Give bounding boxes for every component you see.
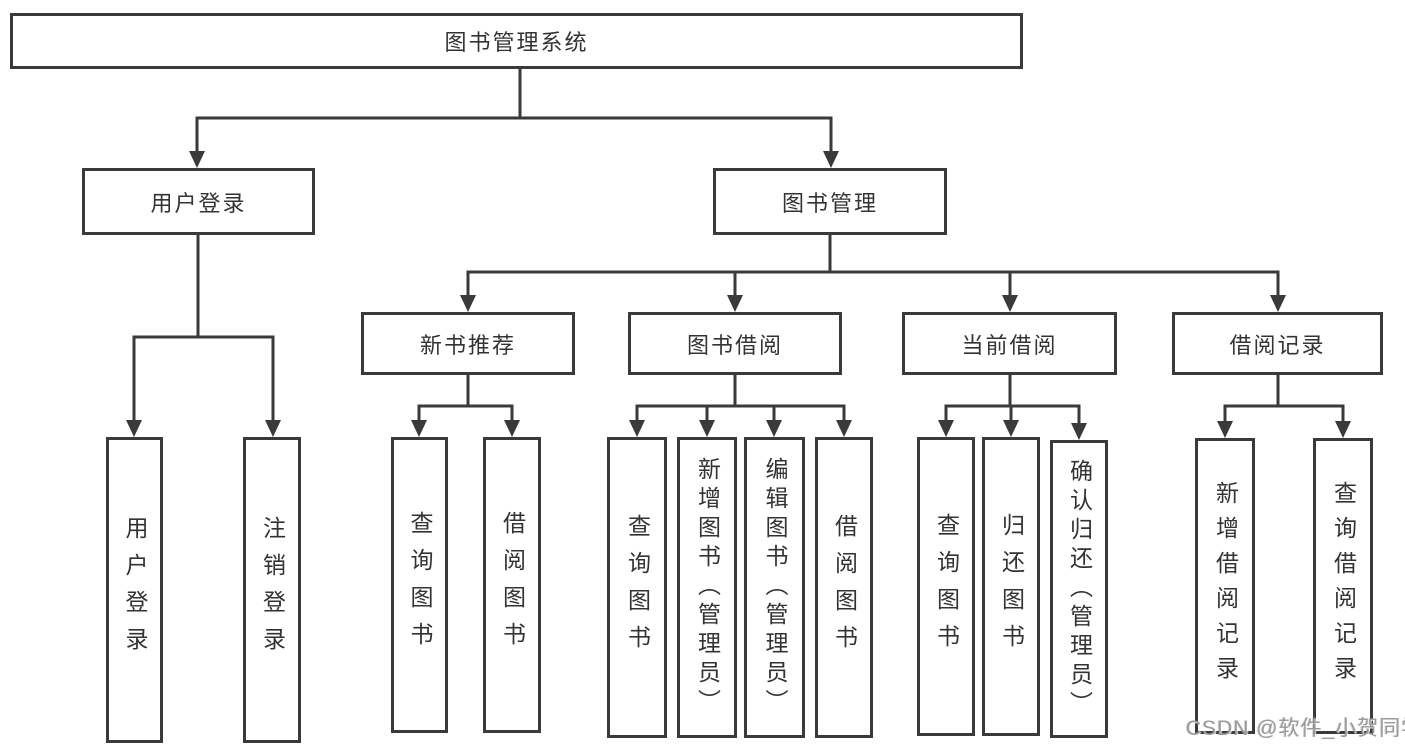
node-query-borrow-record: 查询借阅记录	[1313, 438, 1373, 734]
node-add-borrow-record-label: 新增借阅记录	[1212, 481, 1239, 691]
node-current-borrow: 当前借阅	[902, 312, 1117, 375]
node-user-login: 用户登录	[82, 168, 315, 235]
node-borrow-books-recommend-label: 借阅图书	[499, 511, 526, 659]
node-add-book-admin-label: 新增图书（管理员）	[694, 457, 721, 718]
arrowheads	[126, 151, 1351, 440]
node-confirm-return-admin: 确认归还（管理员）	[1050, 440, 1108, 738]
node-edit-book-admin: 编辑图书（管理员）	[744, 437, 805, 738]
node-current-borrow-label: 当前借阅	[961, 332, 1058, 358]
node-borrow-books-leaf: 借阅图书	[815, 437, 873, 738]
node-root: 图书管理系统	[10, 13, 1023, 69]
node-query-books-current: 查询图书	[917, 437, 975, 736]
node-book-management: 图书管理	[713, 168, 947, 235]
node-query-books-borrow-label: 查询图书	[624, 513, 651, 662]
node-user-login-leaf: 用户登录	[106, 437, 163, 743]
node-add-borrow-record: 新增借阅记录	[1195, 438, 1255, 734]
node-book-management-label: 图书管理	[781, 190, 878, 216]
node-query-books-recommend: 查询图书	[391, 437, 448, 733]
node-query-books-recommend-label: 查询图书	[407, 511, 433, 659]
node-query-books-borrow: 查询图书	[607, 437, 667, 738]
node-borrow-records: 借阅记录	[1172, 312, 1383, 375]
node-borrow-books-recommend: 借阅图书	[483, 437, 541, 733]
node-confirm-return-admin-label: 确认归还（管理员）	[1066, 458, 1093, 720]
node-root-label: 图书管理系统	[444, 30, 589, 55]
connector-paths	[132, 66, 1345, 425]
node-edit-book-admin-label: 编辑图书（管理员）	[762, 457, 788, 718]
node-query-borrow-record-label: 查询借阅记录	[1330, 481, 1357, 691]
node-new-book-recommend-label: 新书推荐	[419, 332, 516, 358]
node-add-book-admin: 新增图书（管理员）	[677, 437, 737, 738]
node-user-login-leaf-label: 用户登录	[122, 516, 148, 664]
node-borrow-records-label: 借阅记录	[1229, 332, 1326, 358]
node-book-borrow-label: 图书借阅	[686, 332, 783, 358]
node-return-book-label: 归还图书	[998, 512, 1025, 661]
node-logout-leaf: 注销登录	[243, 437, 301, 743]
node-user-login-label: 用户登录	[150, 190, 247, 216]
node-return-book: 归还图书	[982, 437, 1040, 736]
node-borrow-books-leaf-label: 借阅图书	[831, 513, 858, 662]
node-query-books-current-label: 查询图书	[933, 512, 960, 661]
node-new-book-recommend: 新书推荐	[361, 312, 575, 375]
node-logout-leaf-label: 注销登录	[259, 516, 286, 664]
node-book-borrow: 图书借阅	[628, 312, 842, 375]
